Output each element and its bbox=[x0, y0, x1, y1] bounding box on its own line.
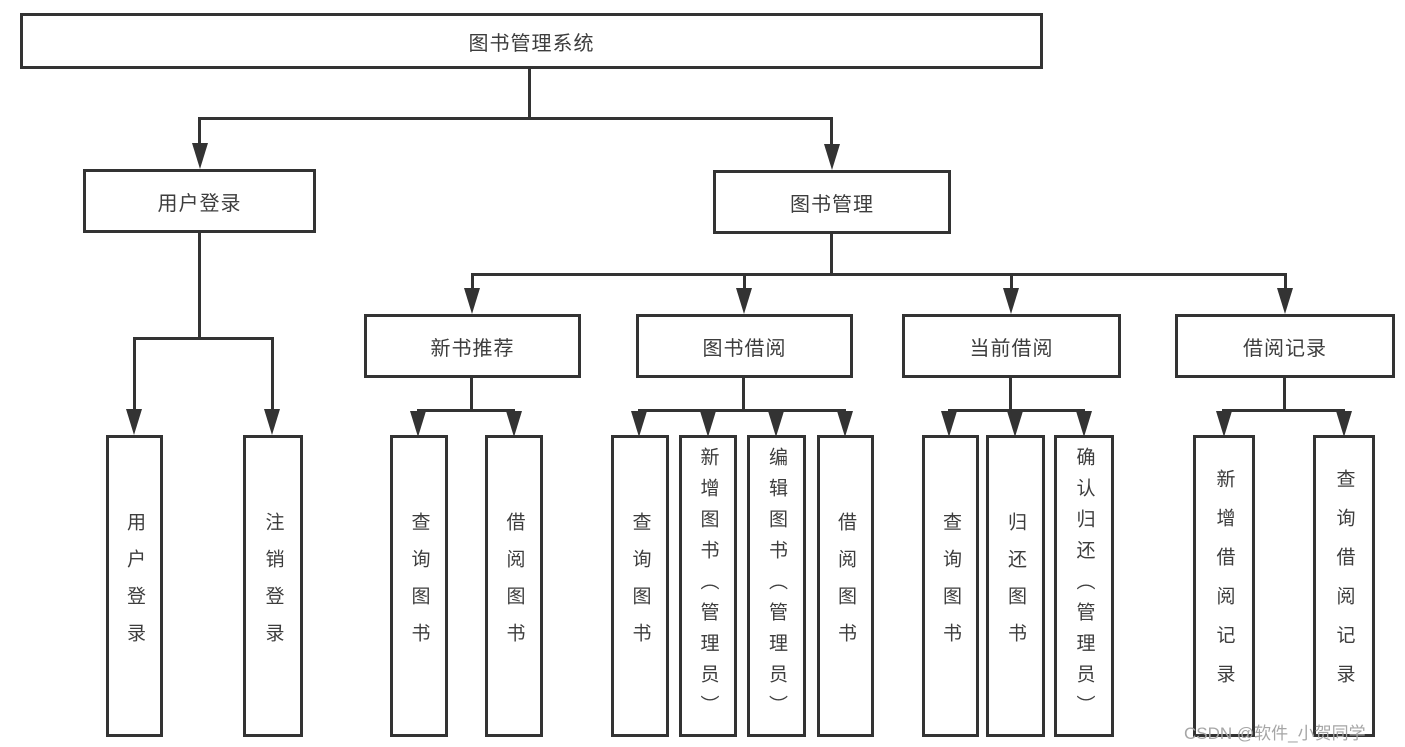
connector-drop-current-borrow bbox=[1010, 273, 1013, 290]
leaf-bb-add-books-admin: 新增图书（管理员） bbox=[679, 435, 737, 737]
connector-drop-book-borrow bbox=[743, 273, 746, 290]
connector-bookborrow-stem bbox=[742, 378, 745, 411]
connector-root-stem bbox=[528, 69, 531, 117]
connector-drop-leaf-login bbox=[133, 337, 136, 411]
leaf-bb-query-books: 查询图书 bbox=[611, 435, 669, 737]
arrow-leaf-login-icon bbox=[126, 409, 142, 435]
arrow-nb-query-icon bbox=[410, 411, 426, 437]
leaf-cb-confirm-return-admin: 确认归还（管理员） bbox=[1054, 435, 1114, 737]
arrow-cb-confirm-icon bbox=[1076, 411, 1092, 437]
arrow-book-mgmt-icon bbox=[824, 144, 840, 170]
arrow-bb-borrow-icon bbox=[837, 411, 853, 437]
connector-level3-hline bbox=[471, 273, 1287, 276]
connector-bookborrow-hline bbox=[638, 409, 846, 412]
leaf-logout: 注销登录 bbox=[243, 435, 303, 737]
leaf-user-login: 用户登录 bbox=[106, 435, 163, 737]
leaf-bb-edit-books-admin: 编辑图书（管理员） bbox=[747, 435, 806, 737]
connector-bookmgmt-stem bbox=[830, 234, 833, 273]
arrow-cb-query-icon bbox=[941, 411, 957, 437]
connector-drop-user-login bbox=[198, 117, 201, 147]
node-user-login: 用户登录 bbox=[83, 169, 316, 233]
watermark-csdn: CSDN @软件_小贺同学 bbox=[1184, 724, 1366, 743]
leaf-cb-query-books: 查询图书 bbox=[922, 435, 979, 737]
arrow-book-borrow-icon bbox=[736, 288, 752, 314]
arrow-br-add-icon bbox=[1216, 411, 1232, 437]
connector-drop-new-book bbox=[471, 273, 474, 290]
arrow-cb-return-icon bbox=[1007, 411, 1023, 437]
leaf-nb-query-books: 查询图书 bbox=[390, 435, 448, 737]
arrow-user-login-icon bbox=[192, 143, 208, 169]
node-borrow-records: 借阅记录 bbox=[1175, 314, 1395, 378]
connector-newbook-hline bbox=[417, 409, 515, 412]
leaf-bb-borrow-books: 借阅图书 bbox=[817, 435, 874, 737]
leaf-br-add-record: 新增借阅记录 bbox=[1193, 435, 1255, 737]
connector-userlogin-hline bbox=[133, 337, 274, 340]
arrow-current-borrow-icon bbox=[1003, 288, 1019, 314]
connector-drop-book-mgmt bbox=[830, 117, 833, 147]
node-book-management: 图书管理 bbox=[713, 170, 951, 234]
leaf-nb-borrow-books: 借阅图书 bbox=[485, 435, 543, 737]
connector-records-stem bbox=[1283, 378, 1286, 411]
node-new-book-recommend: 新书推荐 bbox=[364, 314, 581, 378]
node-library-system: 图书管理系统 bbox=[20, 13, 1043, 69]
node-book-borrowing: 图书借阅 bbox=[636, 314, 853, 378]
connector-currentborrow-hline bbox=[948, 409, 1085, 412]
connector-newbook-stem bbox=[470, 378, 473, 411]
leaf-cb-return-books: 归还图书 bbox=[986, 435, 1045, 737]
arrow-new-book-icon bbox=[464, 288, 480, 314]
leaf-br-query-record: 查询借阅记录 bbox=[1313, 435, 1375, 737]
connector-root-hline bbox=[199, 117, 833, 120]
arrow-bb-query-icon bbox=[631, 411, 647, 437]
arrow-nb-borrow-icon bbox=[506, 411, 522, 437]
connector-currentborrow-stem bbox=[1009, 378, 1012, 411]
connector-records-hline bbox=[1222, 409, 1345, 412]
arrow-borrow-records-icon bbox=[1277, 288, 1293, 314]
connector-drop-borrow-records bbox=[1284, 273, 1287, 290]
arrow-bb-add-icon bbox=[700, 411, 716, 437]
arrow-bb-edit-icon bbox=[768, 411, 784, 437]
connector-drop-leaf-logout bbox=[271, 337, 274, 411]
connector-userlogin-stem bbox=[198, 233, 201, 337]
arrow-br-query-icon bbox=[1336, 411, 1352, 437]
node-current-borrowing: 当前借阅 bbox=[902, 314, 1121, 378]
arrow-leaf-logout-icon bbox=[264, 409, 280, 435]
